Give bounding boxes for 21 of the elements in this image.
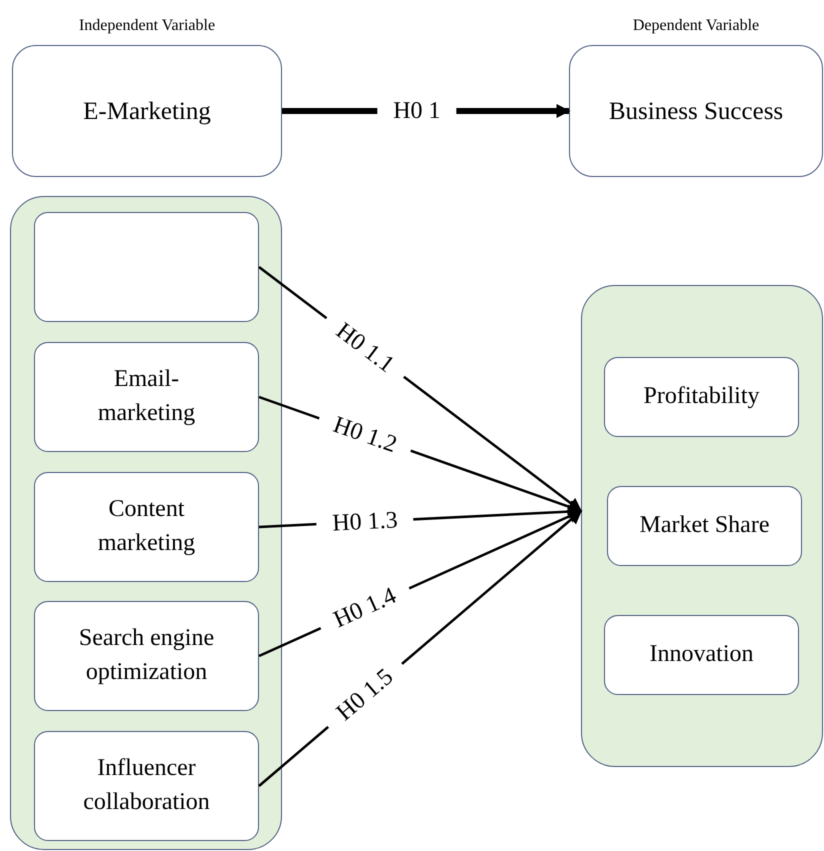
node-label: Influencer collaboration [82,754,211,817]
factor-box [604,357,799,437]
group-panel [10,196,282,850]
node-label: Email- marketing [96,365,196,428]
factor-box [34,601,259,711]
factor-box [34,472,259,582]
group-panel [581,285,823,767]
factor-box [34,212,259,322]
node-label: Profitability [644,382,760,412]
factor-box [604,615,799,695]
variable-heading: Independent Variable [78,16,216,36]
factor-box [34,342,259,452]
factor-box [607,486,802,566]
node-label: Innovation [650,640,754,670]
factor-box [34,731,259,841]
node-label: Market Share [640,511,770,540]
node-label: Content marketing [96,495,196,558]
node-label: E-Marketing [83,96,211,126]
node-label: Search engine optimization [78,624,216,687]
variable-heading: Dependent Variable [632,16,760,36]
node-label: Business Success [608,96,784,126]
